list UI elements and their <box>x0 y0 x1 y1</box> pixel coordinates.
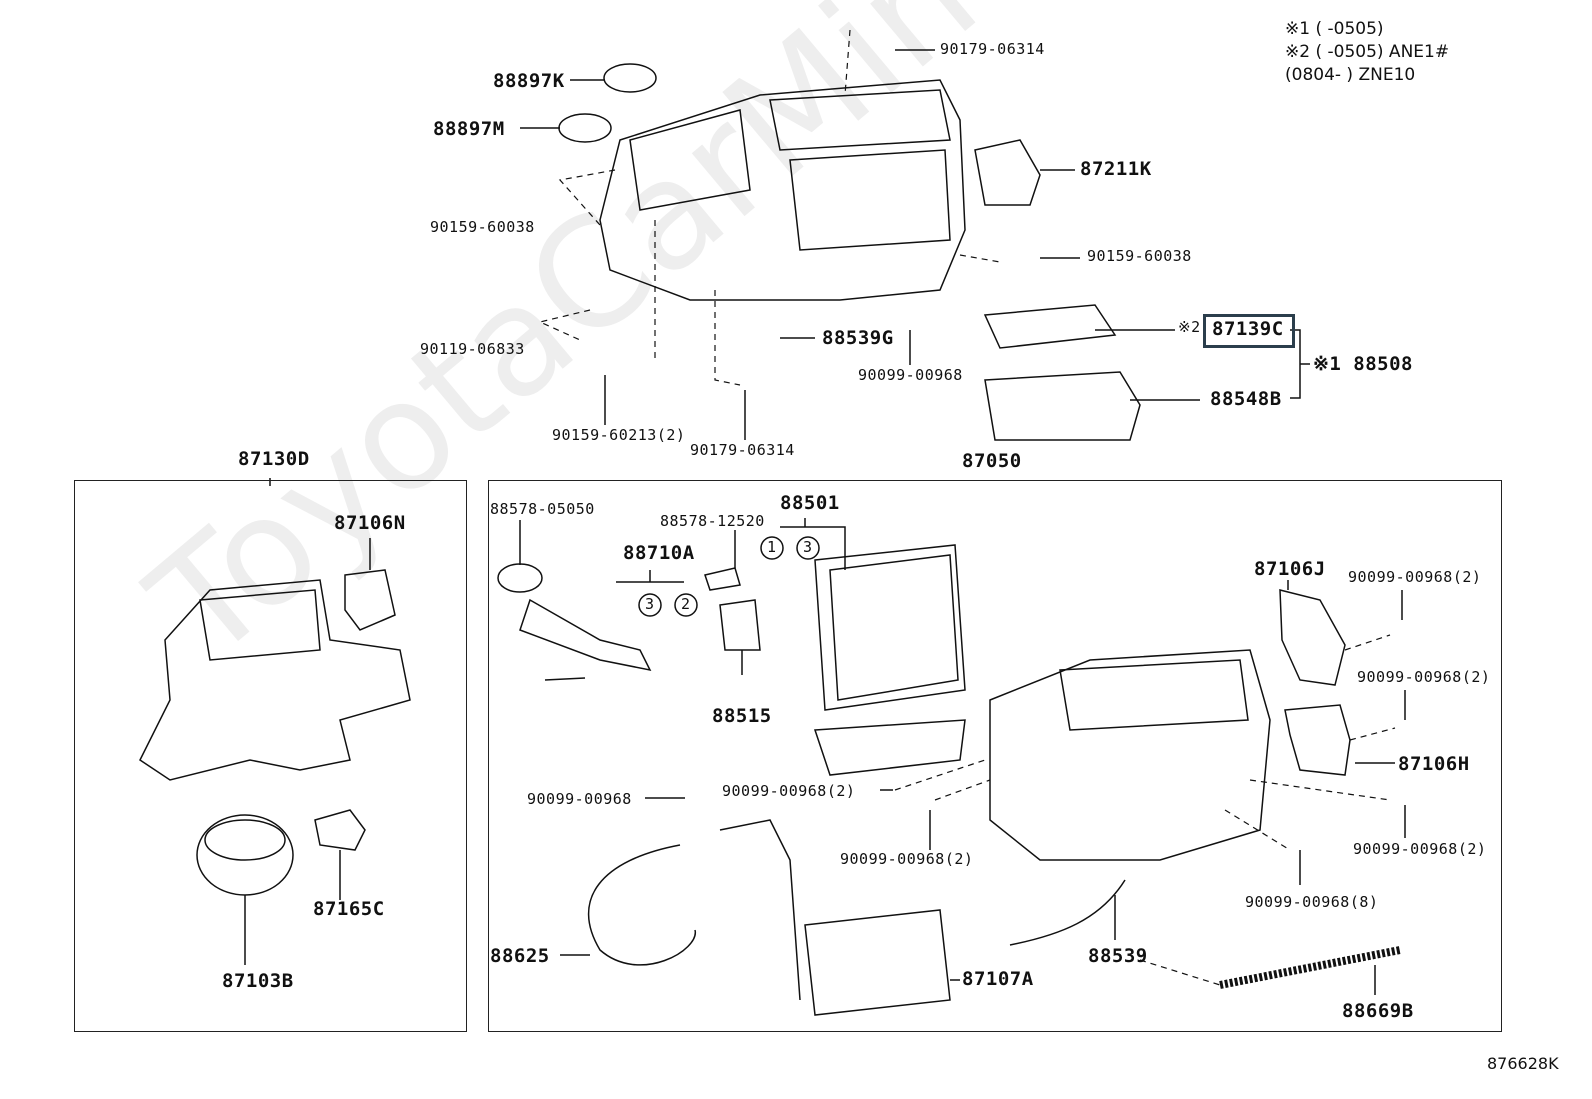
heater-core-87107a <box>804 909 951 1016</box>
part-label[interactable]: ※1 88508 <box>1313 353 1413 375</box>
clip-88578-12520 <box>704 567 741 591</box>
o-ring-mark-3b <box>796 536 820 560</box>
gasket-88897m <box>558 113 612 143</box>
part-label[interactable]: 88515 <box>712 705 772 727</box>
expansion-valve-88710a <box>519 598 652 672</box>
part-label[interactable]: 88669B <box>1342 1000 1414 1022</box>
hvac-unit-top <box>599 79 966 301</box>
filter-case-88548b <box>984 371 1141 441</box>
circle-mark: 3 <box>803 538 813 556</box>
part-label[interactable]: 88548B <box>1210 388 1282 410</box>
note-2: ※2 ( -0505) ANE1# <box>1285 42 1450 62</box>
group-title[interactable]: 87130D <box>238 448 310 470</box>
blower-housing-87130d <box>139 579 411 781</box>
part-label[interactable]: 90119-06833 <box>420 340 525 358</box>
filter-87139c <box>983 304 1117 349</box>
part-label[interactable]: 87103B <box>222 970 294 992</box>
heater-pipe-88625 <box>587 844 696 966</box>
sensor-88515 <box>719 599 761 651</box>
part-label[interactable]: 90099-00968(2) <box>1357 668 1491 686</box>
part-label[interactable]: 90159-60038 <box>430 218 535 236</box>
part-label[interactable]: 90159-60213(2) <box>552 426 686 444</box>
o-ring-mark-1 <box>760 536 784 560</box>
part-label[interactable]: 90179-06314 <box>940 40 1045 58</box>
part-label[interactable]: 88897K <box>493 70 565 92</box>
part-label[interactable]: 87106N <box>334 512 406 534</box>
foam-seal-88669b <box>1219 946 1401 989</box>
group-title[interactable]: 87050 <box>962 450 1022 472</box>
part-label[interactable]: 88539 <box>1088 945 1148 967</box>
duct-87211k <box>974 139 1041 206</box>
diagram-id: 876628K <box>1487 1054 1559 1073</box>
part-label[interactable]: 90099-00968(8) <box>1245 893 1379 911</box>
part-label[interactable]: 88625 <box>490 945 550 967</box>
part-label[interactable]: 88897M <box>433 118 505 140</box>
highlight-box <box>1203 314 1295 348</box>
actuator-87106j <box>1279 589 1346 686</box>
group-box-87130d <box>74 480 467 1032</box>
part-label[interactable]: 87165C <box>313 898 385 920</box>
actuator-87106h <box>1284 704 1351 776</box>
circle-mark: 3 <box>645 595 655 613</box>
part-label[interactable]: 88539G <box>822 327 894 349</box>
note-3: (0804- ) ZNE10 <box>1285 65 1416 85</box>
part-label[interactable]: 90179-06314 <box>690 441 795 459</box>
part-label[interactable]: 90099-00968(2) <box>840 850 974 868</box>
part-label[interactable]: 90099-00968(2) <box>722 782 856 800</box>
part-label-highlighted[interactable]: 87139C <box>1212 318 1284 340</box>
gasket-88897k <box>603 63 657 93</box>
part-label[interactable]: 87106H <box>1398 753 1470 775</box>
part-label[interactable]: 90159-60038 <box>1087 247 1192 265</box>
evaporator-88501 <box>814 544 966 711</box>
resistor-87165c <box>314 809 366 851</box>
part-label[interactable]: 88710A <box>623 542 695 564</box>
hvac-unit-bottom <box>989 649 1271 861</box>
actuator-87106n <box>344 569 396 631</box>
part-label[interactable]: 88501 <box>780 492 840 514</box>
part-label[interactable]: 90099-00968 <box>858 366 963 384</box>
circle-mark: 2 <box>681 595 691 613</box>
drain-hose-88539 <box>1009 879 1126 946</box>
note-mark: ※2 <box>1178 318 1201 336</box>
circle-mark: 1 <box>767 538 777 556</box>
part-label[interactable]: 90099-00968 <box>527 790 632 808</box>
o-ring-mark-3 <box>638 593 662 617</box>
part-label[interactable]: 88578-05050 <box>490 500 595 518</box>
part-label[interactable]: 87106J <box>1254 558 1326 580</box>
note-1: ※1 ( -0505) <box>1285 19 1384 39</box>
group-box-87050 <box>488 480 1502 1032</box>
part-label[interactable]: 87211K <box>1080 158 1152 180</box>
o-ring-mark-2 <box>674 593 698 617</box>
part-label[interactable]: 90099-00968(2) <box>1353 840 1487 858</box>
part-label[interactable]: 87107A <box>962 968 1034 990</box>
part-label[interactable]: 90099-00968(2) <box>1348 568 1482 586</box>
part-label[interactable]: 88578-12520 <box>660 512 765 530</box>
drain-tray <box>813 719 966 776</box>
